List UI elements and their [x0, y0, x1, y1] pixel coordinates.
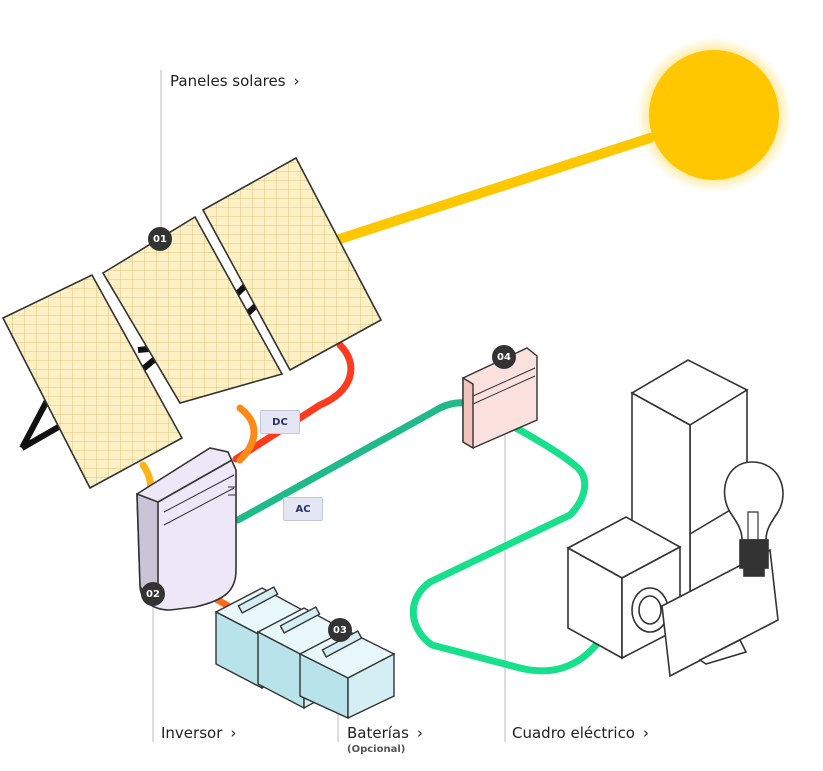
breaker-box-link[interactable]: Cuadro eléctrico › — [512, 724, 649, 742]
battery-bank — [214, 586, 396, 720]
ac-tag: AC — [283, 497, 323, 521]
badge-solar-panels: 01 — [148, 227, 172, 251]
solar-panels-link[interactable]: Paneles solares › — [170, 72, 300, 90]
breaker-box — [462, 347, 538, 450]
batteries-label: Baterías — [347, 724, 409, 742]
light-bulb-icon — [723, 461, 784, 577]
home-appliances — [566, 359, 784, 678]
dc-tag: DC — [260, 410, 300, 434]
badge-inverter: 02 — [141, 582, 165, 606]
inverter-label: Inversor — [161, 724, 223, 742]
solar-panel-1 — [1, 273, 184, 490]
solar-panels-label: Paneles solares — [170, 72, 286, 90]
batteries-link[interactable]: Baterías › — [347, 724, 423, 742]
washing-machine-icon — [566, 516, 682, 660]
solar-panel-3 — [201, 156, 383, 372]
tv-icon — [661, 548, 779, 678]
chevron-right-icon: › — [230, 724, 237, 742]
batteries-optional-note: (Opcional) — [347, 744, 406, 755]
badge-batteries: 03 — [328, 618, 352, 642]
chevron-right-icon: › — [416, 724, 423, 742]
inverter-link[interactable]: Inversor › — [161, 724, 236, 742]
chevron-right-icon: › — [643, 724, 649, 742]
battery-3 — [298, 629, 396, 720]
sun-icon — [636, 37, 792, 193]
breaker-box-label: Cuadro eléctrico — [512, 724, 635, 742]
solar-panel-array — [1, 156, 383, 490]
chevron-right-icon: › — [293, 72, 300, 90]
badge-breaker-box: 04 — [492, 345, 516, 369]
